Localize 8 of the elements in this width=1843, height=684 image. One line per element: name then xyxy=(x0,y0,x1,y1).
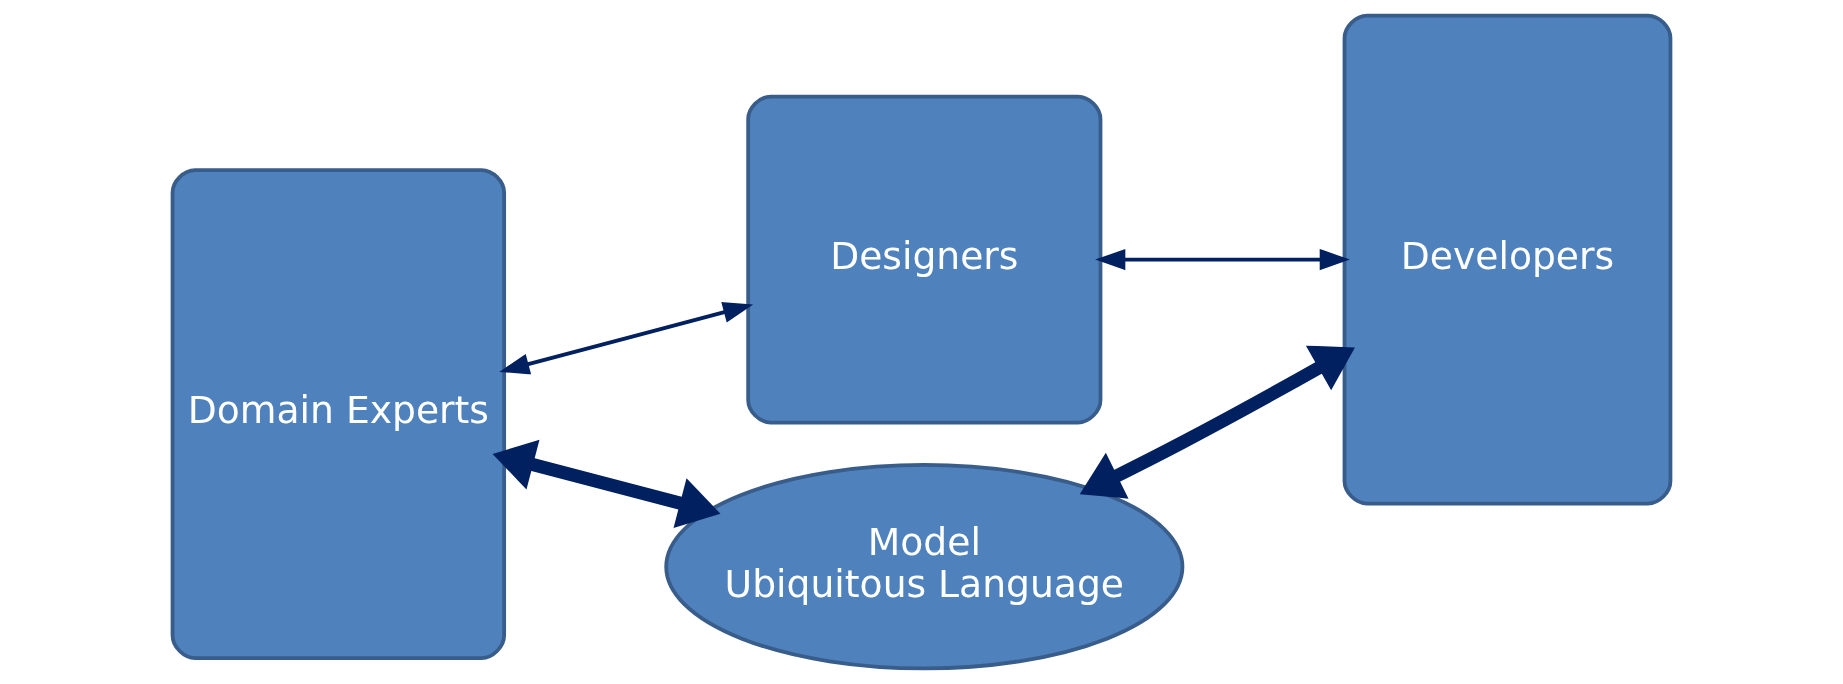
node-ellipse: Model Ubiquitous Language xyxy=(664,463,1185,671)
node-box: Domain Experts xyxy=(170,168,507,660)
arrow xyxy=(1079,345,1355,499)
arrow xyxy=(1095,249,1350,271)
node-box: Developers xyxy=(1342,13,1673,506)
arrow xyxy=(499,302,754,375)
arrow xyxy=(492,439,721,528)
node-box: Designers xyxy=(746,94,1103,425)
